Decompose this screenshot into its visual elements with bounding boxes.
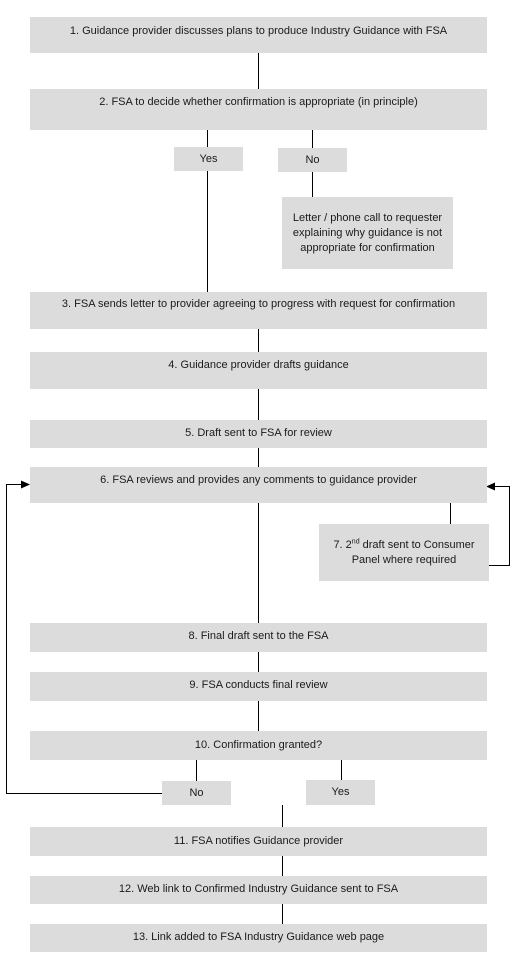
step-7-rest: draft sent to Consumer Panel where requi… bbox=[351, 538, 475, 566]
step-13-label: 13. Link added to FSA Industry Guidance … bbox=[132, 931, 385, 943]
step-8-box: 8. Final draft sent to the FSA bbox=[30, 623, 487, 652]
step-5-label: 5. Draft sent to FSA for review bbox=[185, 427, 332, 439]
step-8-label: 8. Final draft sent to the FSA bbox=[188, 630, 329, 642]
arrow-head-left bbox=[21, 480, 30, 489]
step-2-no-label: No bbox=[305, 153, 320, 166]
step-5-box: 5. Draft sent to FSA for review bbox=[30, 420, 487, 448]
step-9-box: 9. FSA conducts final review bbox=[30, 672, 487, 701]
line-7-6 bbox=[489, 486, 510, 566]
arrow-head-right bbox=[486, 482, 495, 491]
step-7-label: 7. 2nd draft sent to Consumer Panel wher… bbox=[327, 538, 481, 568]
step-3-box: 3. FSA sends letter to provider agreeing… bbox=[30, 292, 487, 329]
step-10-yes-box: Yes bbox=[306, 780, 375, 805]
step-13-box: 13. Link added to FSA Industry Guidance … bbox=[30, 924, 487, 952]
step-2-yes-box: Yes bbox=[174, 147, 243, 171]
step-7-superscript: nd bbox=[351, 537, 360, 545]
step-10-box: 10. Confirmation granted? bbox=[30, 731, 487, 760]
line-no-6 bbox=[6, 484, 162, 794]
step-10-no-box: No bbox=[162, 781, 231, 805]
step-11-label: 11. FSA notifies Guidance provider bbox=[173, 835, 344, 847]
step-6-label: 6. FSA reviews and provides any comments… bbox=[100, 474, 417, 486]
step-1-box: 1. Guidance provider discusses plans to … bbox=[30, 17, 487, 53]
step-2-no-box: No bbox=[278, 148, 347, 172]
step-2-label: 2. FSA to decide whether confirmation is… bbox=[99, 96, 418, 108]
step-7-box: 7. 2nd draft sent to Consumer Panel wher… bbox=[319, 524, 489, 581]
step-2-yes-label: Yes bbox=[199, 152, 218, 165]
step-12-label: 12. Web link to Confirmed Industry Guida… bbox=[118, 883, 399, 895]
step-9-label: 9. FSA conducts final review bbox=[189, 679, 328, 691]
step-4-label: 4. Guidance provider drafts guidance bbox=[168, 359, 349, 371]
rejection-letter-label: Letter / phone call to requester explain… bbox=[292, 211, 443, 254]
step-10-no-label: No bbox=[189, 786, 204, 799]
step-12-box: 12. Web link to Confirmed Industry Guida… bbox=[30, 876, 487, 904]
step-1-label: 1. Guidance provider discusses plans to … bbox=[69, 25, 448, 37]
rejection-letter-box: Letter / phone call to requester explain… bbox=[282, 197, 453, 269]
step-11-box: 11. FSA notifies Guidance provider bbox=[30, 827, 487, 856]
step-10-label: 10. Confirmation granted? bbox=[194, 739, 323, 751]
step-4-box: 4. Guidance provider drafts guidance bbox=[30, 352, 487, 389]
step-3-label: 3. FSA sends letter to provider agreeing… bbox=[61, 298, 456, 310]
step-2-box: 2. FSA to decide whether confirmation is… bbox=[30, 89, 487, 130]
step-10-yes-label: Yes bbox=[331, 786, 350, 798]
step-7-prefix: 7. 2 bbox=[333, 538, 352, 551]
step-6-box: 6. FSA reviews and provides any comments… bbox=[30, 467, 487, 503]
